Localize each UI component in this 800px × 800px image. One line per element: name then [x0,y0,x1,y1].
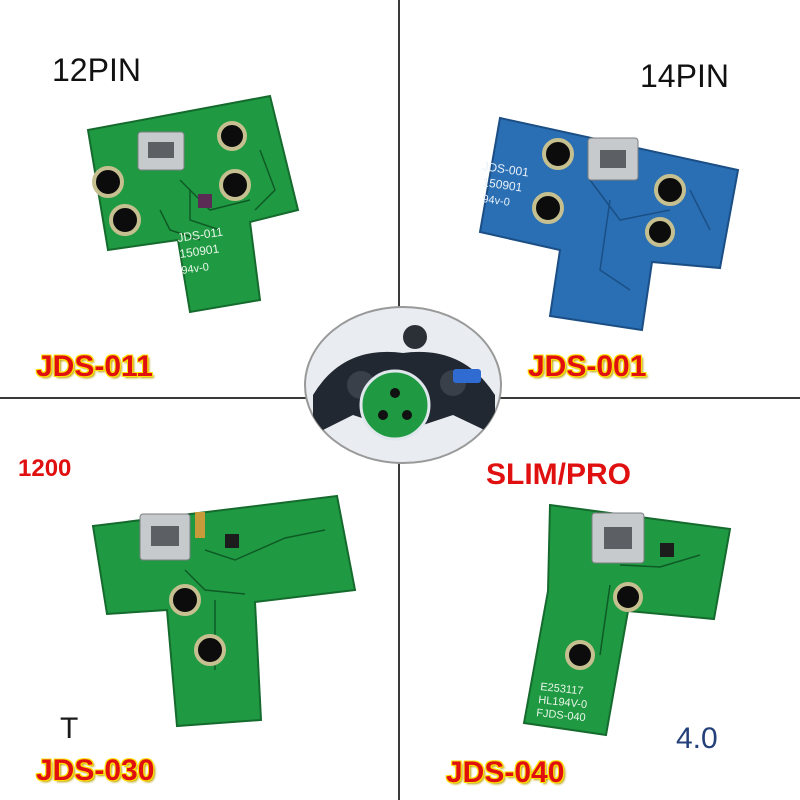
board-silkscreen-1: JDS-001 [482,159,531,179]
controller-photo [304,306,502,464]
jds-040-board: E253117 HL194V-0 FJDS-040 [522,503,732,737]
board-silkscreen-3: FJDS-040 [536,707,587,724]
board-silkscreen-1: E253117 [540,681,584,697]
jds-001-board: JDS-001 150901 94v-0 [478,116,740,332]
type-label-t: T [60,712,79,745]
board-silkscreen-2: 150901 [482,175,524,194]
jds-030-board [91,494,357,728]
model-label-jds-011: JDS-011 [36,350,153,383]
pin-count-label-12: 12PIN [52,52,141,88]
model-label-jds-040: JDS-040 [446,756,565,789]
version-label-1200: 1200 [18,455,72,482]
jds-011-board: JDS-011 150901 94v-0 [86,94,300,314]
model-label-jds-030: JDS-030 [36,754,155,787]
pin-count-label-14: 14PIN [640,58,729,94]
board-silkscreen-3: 94v-0 [482,193,511,209]
version-label-slim-pro: SLIM/PRO [486,458,632,491]
board-silkscreen-3: 94v-0 [181,261,210,277]
board-silkscreen-1: JDS-011 [176,225,224,245]
board-silkscreen-2: 150901 [178,241,220,260]
board-silkscreen-2: HL194V-0 [538,694,588,711]
model-label-jds-001: JDS-001 [528,350,647,383]
version-label-4-0: 4.0 [676,722,718,755]
